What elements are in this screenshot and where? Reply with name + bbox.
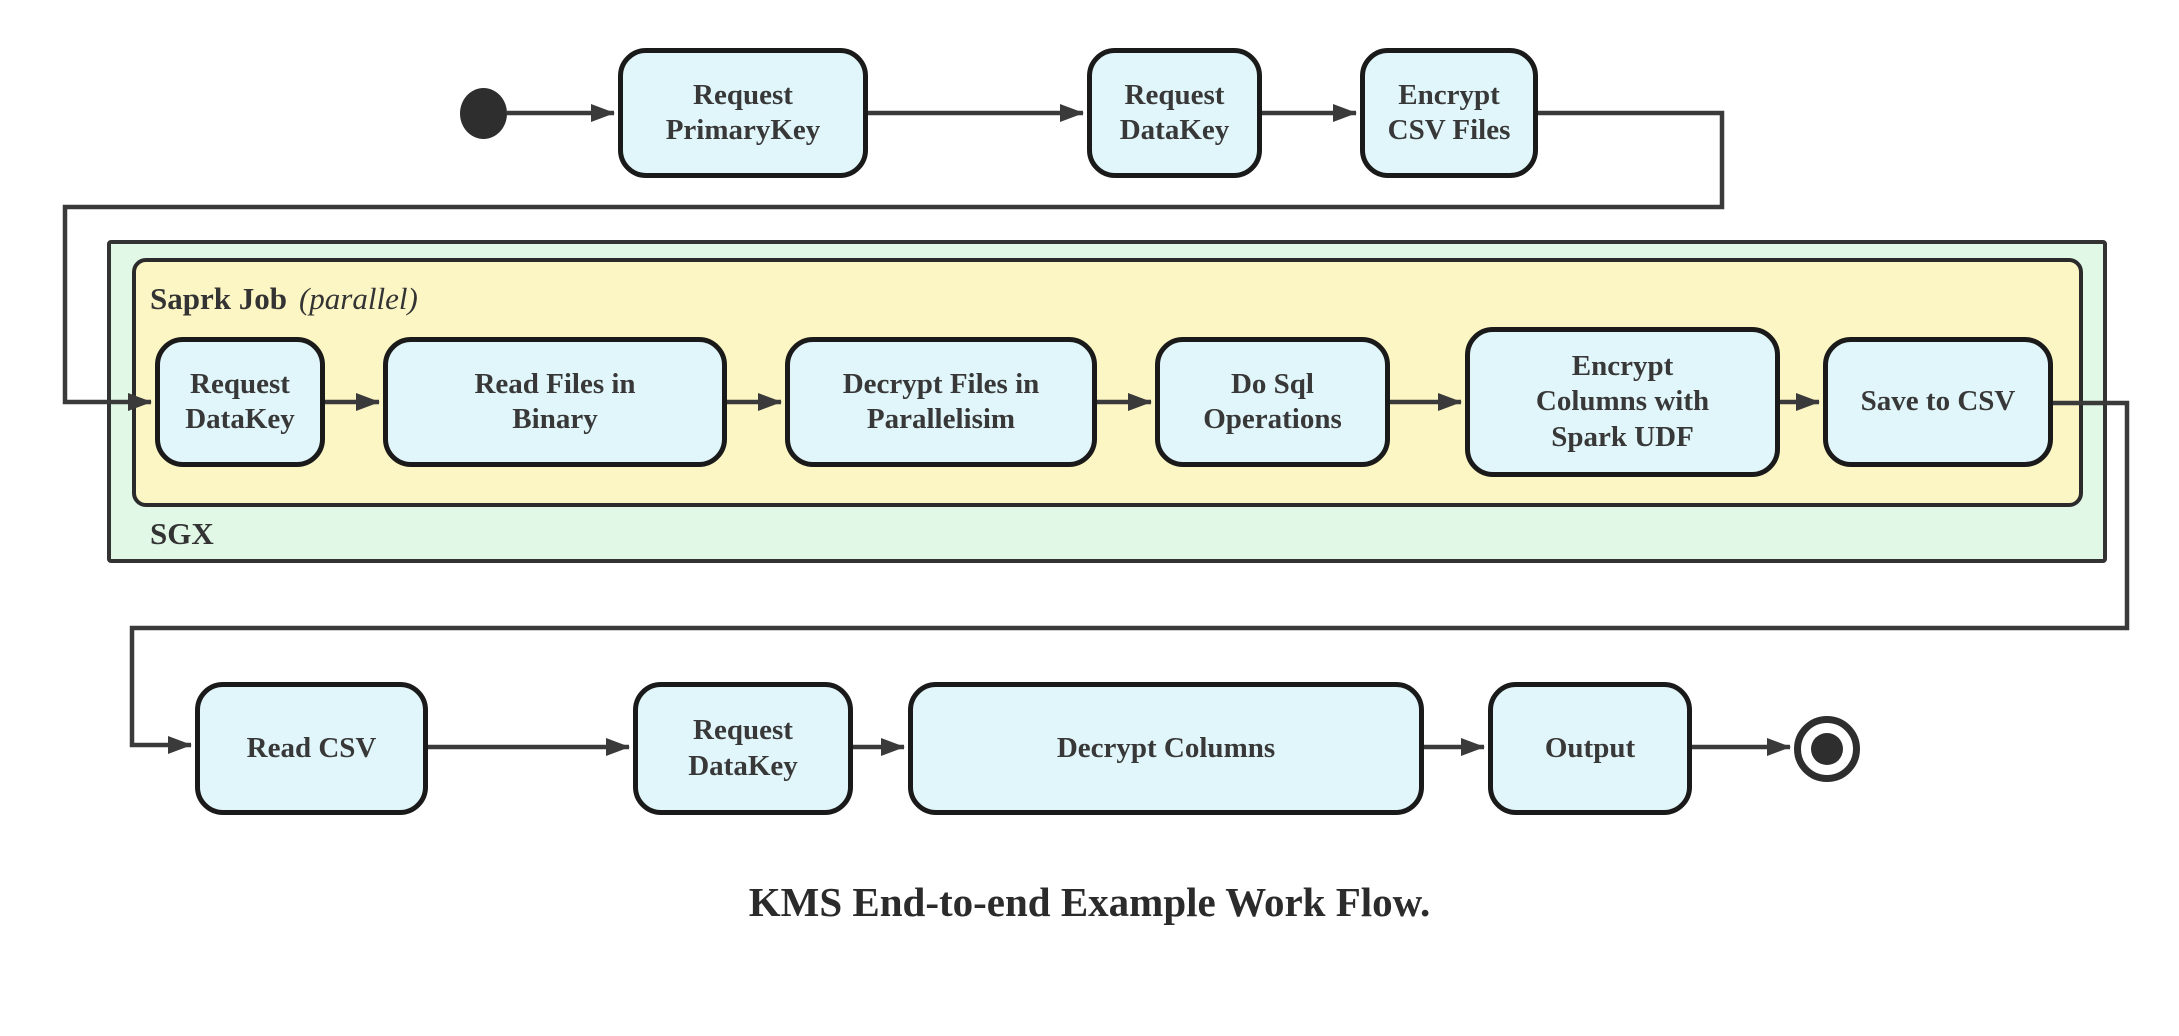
node-read-csv: Read CSV — [195, 682, 428, 815]
end-state-inner-dot-icon — [1811, 733, 1843, 765]
connector-save-csv-to-read-csv — [129, 400, 2130, 754]
diagram-caption: KMS End-to-end Example Work Flow. — [748, 879, 1431, 925]
node-output: Output — [1488, 682, 1692, 815]
connector-encrypt-csv-to-spark-request-datakey — [62, 110, 1725, 411]
node-decrypt-columns: Decrypt Columns — [908, 682, 1424, 815]
node-spark-request-datakey: Request DataKey — [155, 337, 325, 467]
node-request-datakey-top: Request DataKey — [1087, 48, 1262, 178]
spark-job-qualifier: (parallel) — [298, 281, 418, 316]
node-save-to-csv: Save to CSV — [1823, 337, 2053, 467]
node-request-primarykey: Request PrimaryKey — [618, 48, 868, 178]
node-encrypt-columns-with-spark-udf: Encrypt Columns with Spark UDF — [1465, 327, 1780, 477]
end-state-icon — [1794, 716, 1860, 782]
start-state-icon — [460, 88, 507, 139]
node-decrypt-files-in-parallelisim: Decrypt Files in Parallelisim — [785, 337, 1097, 467]
node-encrypt-csv-files: Encrypt CSV Files — [1360, 48, 1538, 178]
spark-job-label: Saprk Job (parallel) — [150, 281, 418, 317]
node-request-datakey-bottom: Request DataKey — [633, 682, 853, 815]
node-do-sql-operations: Do Sql Operations — [1155, 337, 1390, 467]
spark-job-title: Saprk Job — [150, 281, 287, 316]
node-read-files-in-binary: Read Files in Binary — [383, 337, 727, 467]
sgx-label: SGX — [150, 516, 214, 551]
